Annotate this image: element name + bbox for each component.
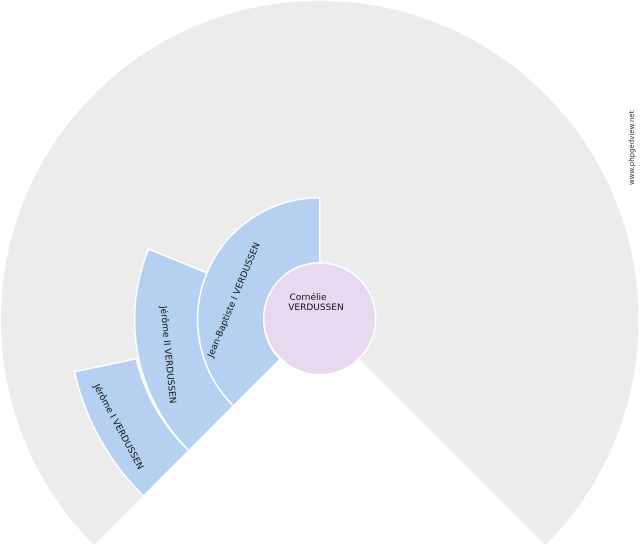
root-person-given-name: Cornélie [289,292,327,303]
root-person-surname: VERDUSSEN [288,303,343,313]
ancestor-segment-jerome-ii[interactable] [133,248,235,452]
ancestor-segment-jerome-i[interactable] [73,357,190,498]
root-person-circle[interactable] [262,261,377,376]
site-watermark: www.phpgedview.net [628,110,636,185]
